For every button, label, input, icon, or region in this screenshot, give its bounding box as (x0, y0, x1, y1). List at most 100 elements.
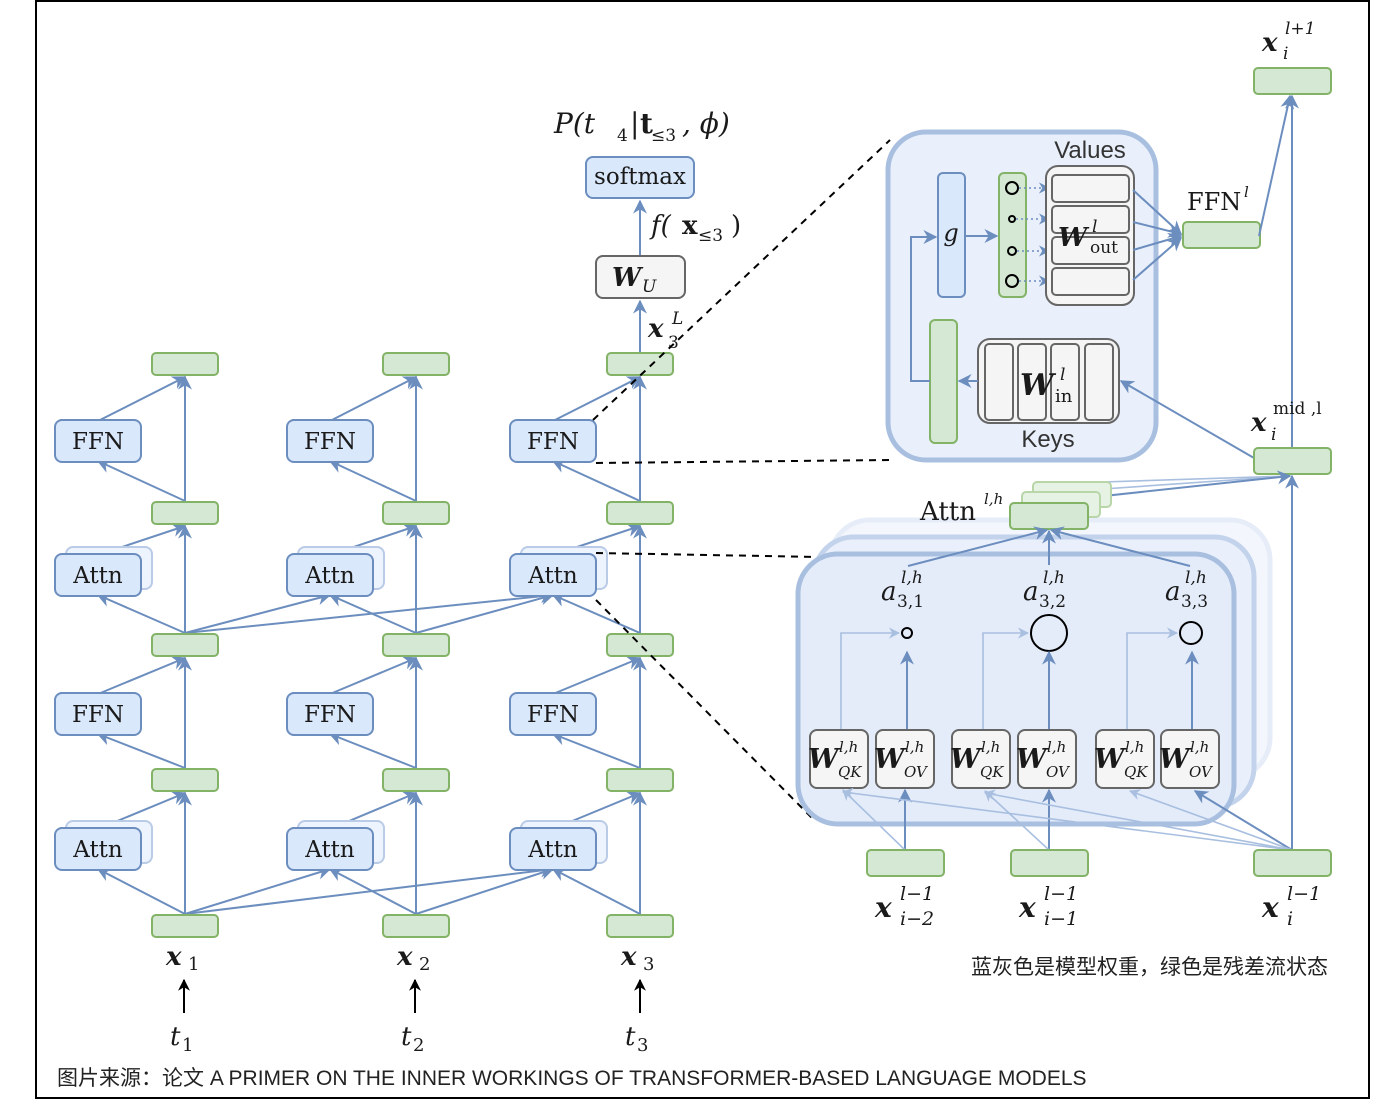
ffn-block (54, 692, 142, 736)
ffn-block-label: FFN (304, 702, 356, 728)
ffn-block-label: FFN (72, 702, 124, 728)
logits-f: f( (649, 211, 672, 241)
token-sub-1: 1 (182, 1035, 193, 1056)
ffn-block (509, 419, 597, 463)
embedding-label-3: x (620, 942, 637, 972)
input-to-qk-edge (984, 790, 1050, 851)
attn-input-sup: l−1 (900, 883, 934, 905)
w-ov-box (1160, 729, 1220, 789)
attn-head-output-box (1009, 502, 1089, 530)
attn-head-output-label: Attn (919, 497, 976, 527)
values-label: Values (1054, 137, 1126, 164)
input-to-ov-edge (1193, 790, 1293, 851)
block-input-edge (96, 593, 186, 634)
edge-scores-to-gate (910, 230, 938, 382)
embedding-sub-2: 2 (419, 954, 430, 975)
residual-state-box (382, 501, 450, 525)
w-qk-sub: QK (980, 763, 1004, 781)
ffn-zoom-guide-top (592, 139, 891, 421)
block-input-edge (551, 732, 641, 769)
attn-input-label: x (1018, 891, 1036, 924)
w-qk-sup: l,h (981, 738, 1000, 756)
final-state-label: x (647, 314, 664, 344)
w-qk-box (1095, 729, 1155, 789)
zoom-guides (592, 139, 891, 819)
attn-block-label: Attn (72, 837, 123, 863)
block-input-edge (551, 593, 641, 634)
attn-input-sub: i−2 (900, 908, 934, 930)
qk-score-edge (982, 627, 1030, 730)
key-col-3 (1050, 343, 1080, 421)
w-ov-sub: OV (1046, 763, 1071, 781)
attention-weight-circle (1179, 621, 1203, 645)
residual-state-box (382, 768, 450, 792)
w-qk-label: W (808, 744, 841, 775)
w-ov-sup: l,h (905, 738, 924, 756)
block-output-edge (329, 656, 418, 695)
value-row-1 (1051, 174, 1130, 203)
attn-block (509, 827, 597, 871)
block-input-edge (328, 593, 417, 634)
attention-weight-sup: l,h (1185, 568, 1207, 588)
w-ov-box (1017, 729, 1077, 789)
input-state-box-1 (866, 849, 945, 877)
figure-caption: 图片来源：论文 A PRIMER ON THE INNER WORKINGS O… (57, 1067, 1087, 1090)
attn-zoom-guide-top (595, 552, 821, 558)
w-out-sup: l (1092, 217, 1097, 237)
block-input-edge (328, 732, 417, 769)
input-state-box-2 (1010, 849, 1089, 877)
attn-block (54, 827, 142, 871)
embedding-label-2: x (396, 942, 413, 972)
w-qk-sup: l,h (1125, 738, 1144, 756)
key-col-2 (1017, 343, 1047, 421)
w-ov-sub: OV (1189, 763, 1214, 781)
w-qk-sup: l,h (839, 738, 858, 756)
attn-block (509, 553, 597, 597)
w-ov-label: W (1159, 744, 1192, 775)
residual-state-box (606, 768, 674, 792)
ffn-block-label: FFN (304, 429, 356, 455)
w-ov-label: W (874, 744, 907, 775)
edge-ffn-to-next (1258, 94, 1295, 237)
w-qk-box (951, 729, 1011, 789)
output-prob-bar: | (630, 107, 639, 140)
w-qk-label: W (950, 744, 983, 775)
w-in-sub: in (1055, 386, 1073, 407)
unembedding-matrix-box (595, 255, 686, 299)
logits-close: ) (731, 211, 741, 241)
left-model-nodes: AttnFFNAttnFFNAttnFFNAttnFFNAttnFFNAttnF… (54, 352, 674, 938)
edge-a1-to-head (907, 526, 1049, 567)
ffn-block (286, 692, 374, 736)
value-row-4 (1051, 267, 1130, 296)
qk-score-edge (840, 627, 901, 730)
block-input-edge (551, 868, 641, 915)
key-col-4 (1084, 343, 1114, 421)
output-prob-p: P(t (553, 107, 596, 140)
causal-attn-edge (184, 866, 332, 915)
ffn-block (509, 692, 597, 736)
ffn-output-sup: l (1244, 183, 1249, 201)
ffn-block-label: FFN (527, 702, 579, 728)
next-state-sub: i (1283, 44, 1288, 64)
attn-block-label: Attn (72, 563, 123, 589)
attn-input-sup: l−1 (1044, 883, 1078, 905)
mid-state-box (1253, 447, 1332, 475)
attn-block-label: Attn (527, 837, 578, 863)
causal-attn-edge (184, 591, 332, 634)
mid-state-label: x (1250, 408, 1267, 438)
attn-head-output-sup: l,h (984, 490, 1003, 508)
ffn-zoom-guide-bottom (595, 459, 891, 464)
gate-box (937, 172, 966, 298)
token-inputs: x 1 t 1 x 2 t 2 x 3 t 3 (165, 942, 654, 1056)
output-prob-sub: ≤3 (651, 126, 676, 146)
token-column-2: x 2 t 2 (396, 942, 430, 1056)
embedding-label-1: x (165, 942, 182, 972)
output-prob-rest: , ϕ) (682, 107, 730, 140)
output-prob-t: t (640, 107, 653, 140)
residual-state-box (606, 914, 674, 938)
w-ov-box (875, 729, 935, 789)
residual-state-box (151, 352, 219, 376)
logits-sub: ≤3 (698, 226, 723, 246)
w-qk-sub: QK (838, 763, 862, 781)
